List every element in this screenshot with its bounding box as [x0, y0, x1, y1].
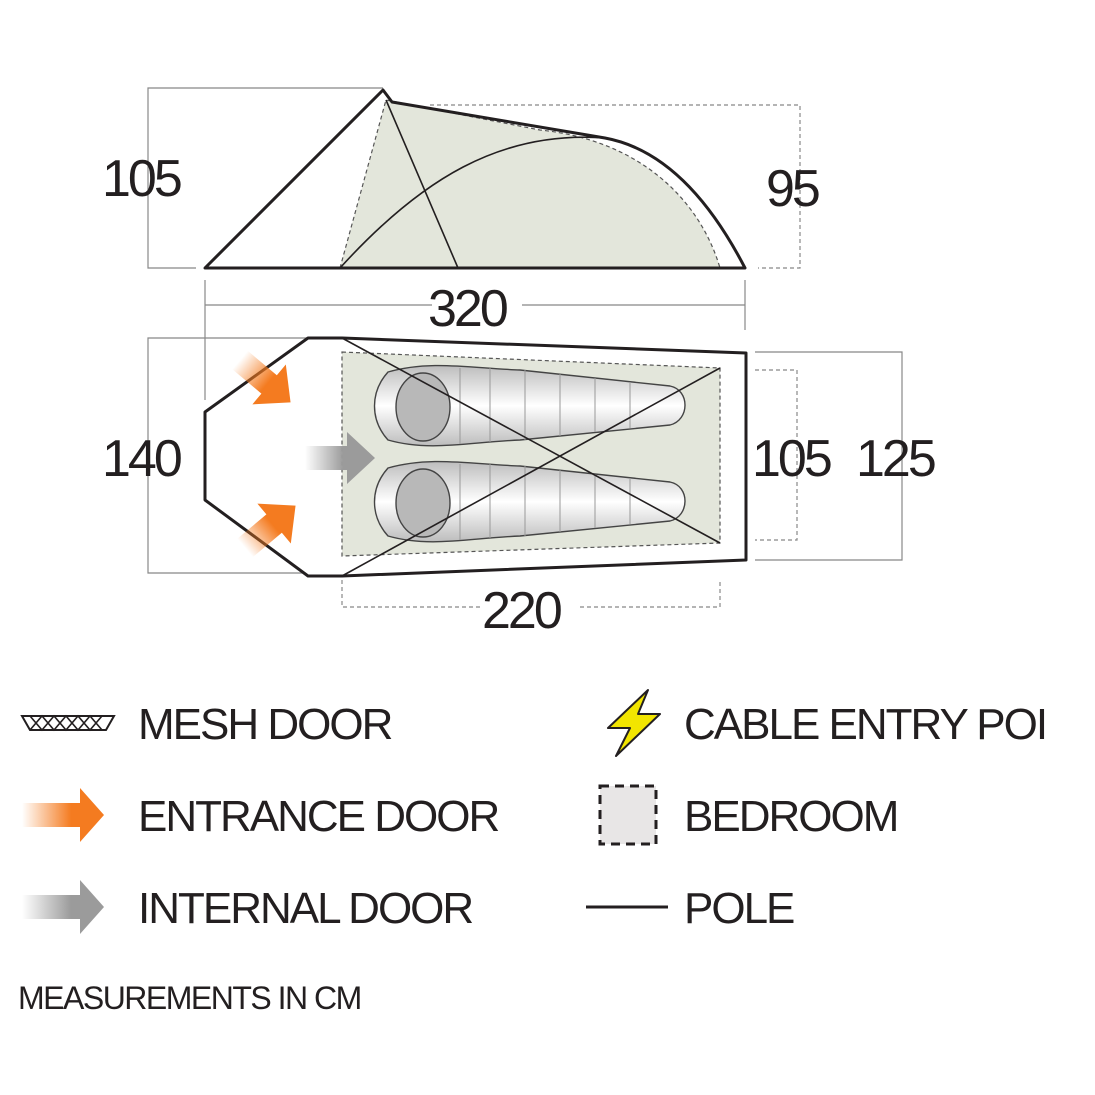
measurements-footnote: MEASUREMENTS IN CM	[18, 980, 362, 1016]
dim-side-height-rear: 95	[766, 160, 819, 218]
side-poles	[339, 99, 606, 269]
legend-mesh-door-label: MESH DOOR	[138, 700, 393, 749]
orange-arrow-icon	[22, 788, 104, 842]
mesh-door-icon	[20, 714, 116, 732]
tent-diagram: 105 95 320	[102, 87, 938, 640]
legend-cable-entry-label: CABLE ENTRY POI	[684, 700, 1048, 749]
top-dimension-guides	[147, 337, 903, 608]
dim-side-height-front: 105	[102, 150, 181, 208]
dim-inner-length: 220	[482, 582, 561, 640]
legend-entrance-door-label: ENTRANCE DOOR	[138, 792, 500, 841]
entrance-door-arrows	[232, 350, 296, 558]
dashed-square-icon	[598, 784, 658, 846]
top-poles	[341, 337, 721, 577]
legend-bedroom: BEDROOM	[590, 780, 930, 850]
dim-floor-width-front: 140	[102, 430, 181, 488]
legend-mesh-door: MESH DOOR	[18, 688, 438, 758]
dim-outer-width-rear: 125	[856, 430, 935, 488]
legend-internal-door-label: INTERNAL DOOR	[138, 884, 474, 933]
dim-total-length: 320	[428, 280, 507, 338]
side-view: 105 95 320	[102, 87, 822, 400]
legend-internal-door: INTERNAL DOOR	[18, 872, 518, 942]
legend-pole-label: POLE	[684, 884, 795, 933]
dim-inner-width: 105	[752, 430, 831, 488]
legend-cable-entry: CABLE ENTRY POI	[590, 688, 1080, 758]
internal-door-arrow	[305, 432, 375, 484]
legend-entrance-door: ENTRANCE DOOR	[18, 780, 538, 850]
legend-pole: POLE	[586, 872, 826, 942]
legend-bedroom-label: BEDROOM	[684, 792, 899, 841]
side-flysheet	[203, 88, 747, 270]
side-inner-tent	[339, 99, 721, 269]
top-view: 140 105 125 220	[102, 336, 938, 640]
line-icon	[586, 905, 668, 909]
side-dimension-guides	[147, 87, 801, 400]
gray-arrow-icon	[22, 880, 104, 934]
lightning-bolt-icon	[607, 689, 661, 757]
